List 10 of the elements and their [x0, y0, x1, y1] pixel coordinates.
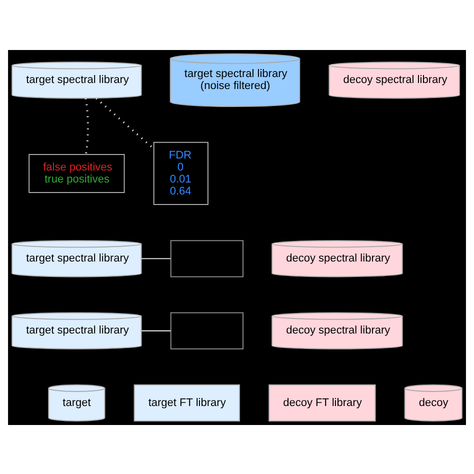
- connector: [141, 330, 172, 331]
- connector: [84, 98, 89, 154]
- connector: [96, 97, 154, 149]
- node-box: [170, 312, 244, 349]
- connector: [141, 258, 172, 259]
- node-box: false positives true positives: [28, 153, 125, 193]
- node-box: target FT library: [134, 384, 240, 421]
- node-box: [170, 240, 244, 277]
- node-box: FDR 0 0.01 0.64: [153, 141, 208, 205]
- node-box: decoy FT library: [268, 384, 376, 421]
